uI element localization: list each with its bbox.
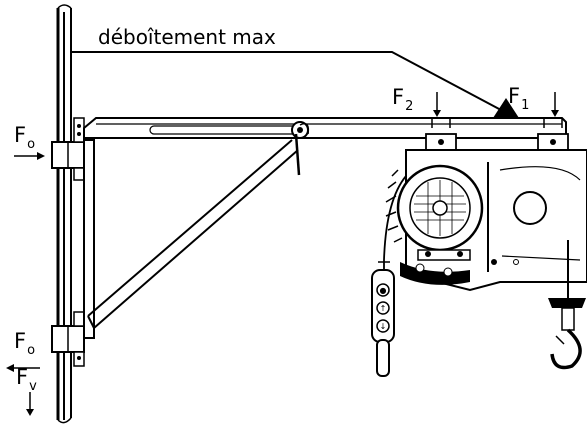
- pendant-button-down: ↓: [376, 319, 390, 333]
- force-f1-label: F1: [508, 84, 529, 113]
- jib-mast-icon: [83, 139, 95, 339]
- column-beam-icon: [56, 4, 72, 424]
- svg-text:↑: ↑: [380, 304, 387, 313]
- diagonal-brace-icon: [87, 139, 299, 329]
- pendant-button-stop: ●: [376, 283, 390, 297]
- force-fv-label: Fv: [16, 365, 37, 394]
- trolley-clamp-f2-icon: [425, 118, 457, 151]
- force-f1-arrow-icon: [551, 92, 559, 117]
- force-f0-bottom-arrow-icon: [6, 364, 40, 372]
- jib-arm-icon: [83, 117, 567, 176]
- force-f0-top-arrow-icon: [14, 152, 45, 160]
- svg-text:↓: ↓: [380, 322, 387, 331]
- svg-text:déboîtement max: déboîtement max: [98, 25, 276, 49]
- max-extension-annotation: déboîtement max: [70, 25, 519, 119]
- svg-text:●: ●: [380, 286, 387, 295]
- force-f0-top-label: Fo: [14, 123, 35, 152]
- force-f2-arrow-icon: [433, 92, 441, 117]
- force-fv-arrow-icon: [26, 392, 34, 416]
- pendant-button-up: ↑: [376, 301, 390, 315]
- force-f0-bottom-label: Fo: [14, 329, 35, 358]
- top-clamp-icon: [51, 117, 85, 181]
- force-f2-label: F2: [392, 85, 413, 114]
- trolley-clamp-f1-icon: [537, 118, 569, 151]
- bottom-clamp-icon: [51, 311, 85, 367]
- pendant-control-icon: ● ↑ ↓: [371, 175, 407, 377]
- hoist-body-icon: [385, 149, 587, 292]
- hook-icon: [548, 240, 586, 370]
